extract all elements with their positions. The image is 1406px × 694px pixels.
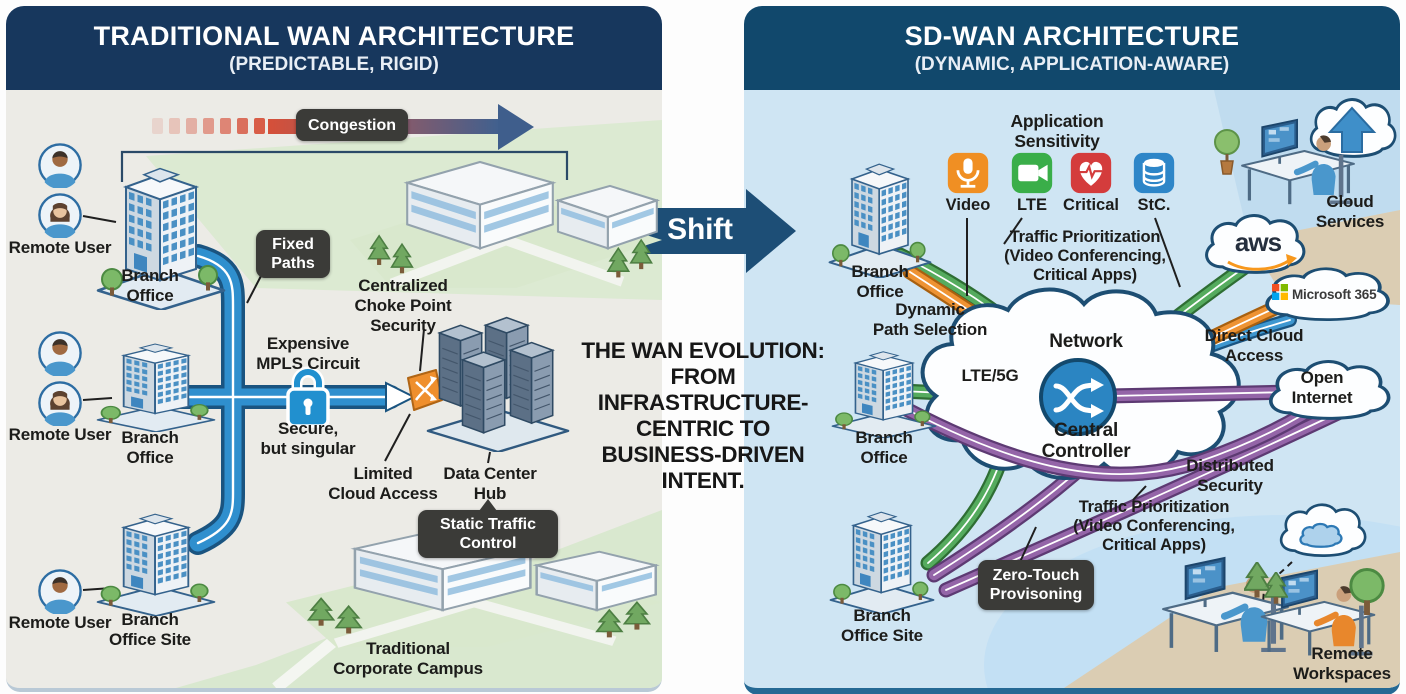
- microsoft-logo-icon: [1272, 284, 1288, 300]
- congestion-dash: [186, 118, 197, 134]
- remote-user-avatar: [38, 193, 82, 238]
- congestion-dash: [203, 118, 214, 134]
- remote-user-label: Remote User: [8, 425, 112, 444]
- traffic-prioritization-label-bottom: Traffic Prioritization(Video Conferencin…: [1073, 498, 1235, 554]
- remote-user-avatar: [38, 143, 82, 188]
- congestion-dash: [237, 118, 248, 134]
- network-label: Network: [1049, 331, 1123, 352]
- app-icon-label: Video: [945, 196, 991, 214]
- microphone-icon: [947, 152, 989, 194]
- right-panel-title: SD-WAN ARCHITECTURE: [904, 20, 1240, 51]
- remote-user-avatar: [38, 331, 82, 376]
- round-tree: [1349, 568, 1385, 617]
- branch-office-building: [96, 342, 216, 432]
- pine-tree: [1264, 572, 1288, 605]
- branch-office-site-building: [829, 511, 935, 614]
- right-panel-subtitle: (DYNAMIC, APPLICATION-AWARE): [914, 53, 1230, 75]
- remote-user-label: Remote User: [8, 238, 112, 257]
- branch-office-site-building: [96, 513, 216, 616]
- heart-pulse-icon: [1070, 152, 1112, 194]
- left-panel-header: TRADITIONAL WAN ARCHITECTURE (PREDICTABL…: [6, 6, 662, 90]
- potted-plant: [1213, 128, 1241, 176]
- secure-singular-label: Secure,but singular: [260, 419, 356, 458]
- wan-evolution-text: THE WAN EVOLUTION:FROM INFRASTRUCTURE-CE…: [581, 338, 825, 493]
- database-icon: [1133, 152, 1175, 194]
- congestion-dash: [152, 118, 163, 134]
- app-icon-label: LTE: [1017, 196, 1047, 214]
- left-panel-subtitle: (PREDICTABLE, RIGID): [229, 53, 439, 75]
- remote-user-avatar: [38, 569, 82, 614]
- app-icon-label: StC.: [1137, 196, 1171, 214]
- branch-office-building: [828, 163, 932, 278]
- remote-user-avatar: [38, 381, 82, 426]
- congestion-dash: [254, 118, 265, 134]
- traffic-prioritization-label-top: Traffic Prioritization(Video Conferencin…: [1004, 228, 1166, 284]
- congestion-arrowhead: [498, 104, 534, 150]
- congestion-dash: [169, 118, 180, 134]
- lte-5g-label: LTE/5G: [961, 366, 1019, 385]
- microsoft-365-label: Microsoft 365: [1292, 287, 1377, 302]
- app-icon-label: Critical: [1063, 196, 1119, 214]
- congestion-badge: Congestion: [296, 109, 408, 141]
- shift-arrow: [646, 189, 796, 273]
- left-panel-title: TRADITIONAL WAN ARCHITECTURE: [93, 20, 575, 51]
- remote-user-label: Remote User: [8, 613, 112, 632]
- campus-illustration-top: [350, 136, 662, 292]
- branch-office-building: [831, 350, 937, 438]
- congestion-dash: [220, 118, 231, 134]
- aws-logo: aws: [1234, 227, 1282, 257]
- right-panel-header: SD-WAN ARCHITECTURE (DYNAMIC, APPLICATIO…: [744, 6, 1400, 90]
- shift-label: Shift: [667, 213, 733, 246]
- video-camera-icon: [1011, 152, 1053, 194]
